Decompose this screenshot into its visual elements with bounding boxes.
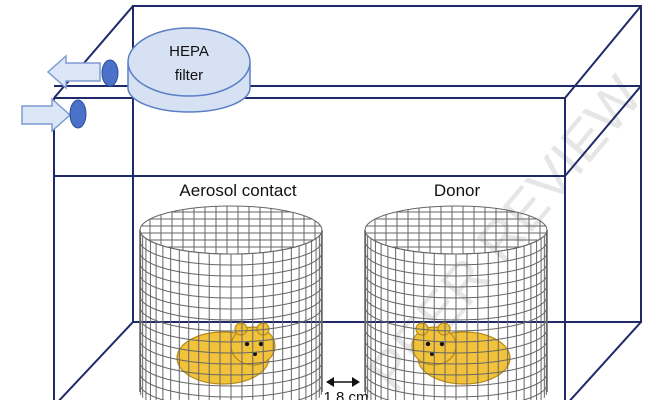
chamber-top-right-edge — [564, 5, 642, 99]
distance-arrow-head-left — [326, 377, 334, 387]
hepa-filter-label-line2: filter — [175, 67, 203, 84]
cage-label-aerosol-contact: Aerosol contact — [179, 181, 296, 200]
cage-mesh — [139, 205, 323, 400]
cage-label-donor: Donor — [434, 181, 481, 200]
outflow-valve — [101, 59, 119, 87]
distance-arrow-head-right — [352, 377, 360, 387]
chamber-top-left-edge — [53, 5, 134, 99]
airflow — [21, 54, 119, 133]
hepa-filter-label-line1: HEPA — [169, 43, 209, 60]
chamber-lid-diagonal-right — [564, 85, 642, 177]
chamber-right-lower-edge — [569, 321, 642, 400]
distance-label: 1.8 cm — [323, 389, 368, 400]
cage-aerosol-contact — [139, 205, 323, 400]
cage-mesh — [364, 205, 548, 400]
chamber-left-lower-edge — [58, 321, 134, 400]
cage-donor — [364, 205, 548, 400]
chamber-front-face — [53, 175, 566, 400]
hepa-filter-top — [127, 27, 251, 97]
outflow-arrow-icon — [46, 54, 101, 90]
distance-marker: 1.8 cm — [323, 377, 369, 400]
inflow-arrow-icon — [21, 97, 72, 133]
inflow-valve — [69, 99, 87, 129]
hepa-filter: HEPA filter — [127, 27, 251, 113]
